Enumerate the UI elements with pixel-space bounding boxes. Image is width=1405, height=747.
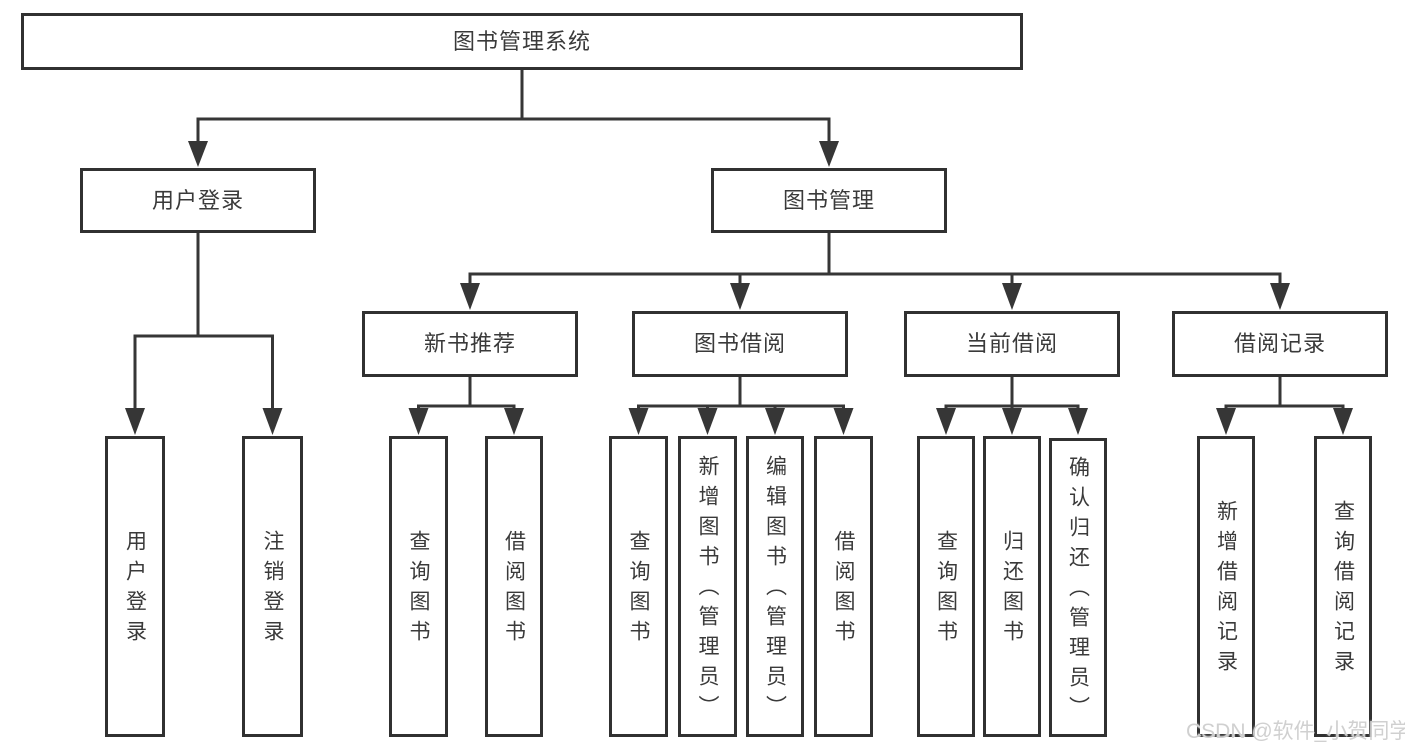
node-leaf-br-add-record: 新增借阅记录 xyxy=(1197,436,1255,737)
leaf-label: 确认归还（管理员） xyxy=(1066,455,1090,726)
node-user-login: 用户登录 xyxy=(80,168,316,233)
node-leaf-nb-borrow-books: 借阅图书 xyxy=(485,436,543,737)
connector-borrow-records-to-children xyxy=(1216,377,1353,435)
leaf-label: 用户登录 xyxy=(123,529,147,650)
node-leaf-bb-add-books-admin: 新增图书（管理员） xyxy=(678,436,737,737)
connector-book-borrow-to-children xyxy=(628,377,854,435)
node-leaf-nb-query-books: 查询图书 xyxy=(389,436,448,737)
leaf-label: 注销登录 xyxy=(261,529,284,650)
node-leaf-logout: 注销登录 xyxy=(242,436,303,737)
connector-new-book-to-children xyxy=(408,377,524,435)
node-user-login-label: 用户登录 xyxy=(151,187,244,213)
connector-user-login-to-children xyxy=(125,233,283,435)
node-new-book-recommend-label: 新书推荐 xyxy=(423,331,516,356)
leaf-label: 查询图书 xyxy=(627,529,650,650)
node-system-root: 图书管理系统 xyxy=(21,13,1023,70)
node-leaf-cb-query-books: 查询图书 xyxy=(917,436,975,737)
leaf-label: 查询借阅记录 xyxy=(1331,499,1355,680)
node-leaf-user-login-action: 用户登录 xyxy=(105,436,165,737)
node-leaf-bb-query-books: 查询图书 xyxy=(609,436,668,737)
csdn-watermark: CSDN @软件_小贺同学 xyxy=(1186,720,1405,743)
node-borrow-records: 借阅记录 xyxy=(1172,311,1388,377)
node-leaf-bb-edit-books-admin: 编辑图书（管理员） xyxy=(746,436,804,737)
node-leaf-cb-confirm-return-admin: 确认归还（管理员） xyxy=(1049,438,1107,737)
leaf-label: 新增图书（管理员） xyxy=(696,454,719,725)
node-book-borrow-label: 图书借阅 xyxy=(693,331,786,356)
connector-root-to-level2 xyxy=(188,68,839,167)
connector-current-borrow-to-children xyxy=(936,377,1088,435)
leaf-label: 编辑图书（管理员） xyxy=(763,454,787,725)
leaf-label: 查询图书 xyxy=(934,529,958,650)
leaf-label: 归还图书 xyxy=(1000,529,1024,650)
node-system-root-label: 图书管理系统 xyxy=(452,28,591,54)
leaf-label: 借阅图书 xyxy=(502,529,526,650)
node-new-book-recommend: 新书推荐 xyxy=(362,311,578,377)
leaf-label: 借阅图书 xyxy=(832,529,855,650)
leaf-label: 新增借阅记录 xyxy=(1214,499,1238,680)
node-book-management: 图书管理 xyxy=(711,168,947,233)
node-book-management-label: 图书管理 xyxy=(782,187,875,213)
node-current-borrow-label: 当前借阅 xyxy=(965,331,1058,356)
node-book-borrow: 图书借阅 xyxy=(632,311,848,377)
connector-book-management-to-level3 xyxy=(460,233,1290,310)
node-leaf-br-query-record: 查询借阅记录 xyxy=(1314,436,1372,737)
node-borrow-records-label: 借阅记录 xyxy=(1233,331,1326,356)
leaf-label: 查询图书 xyxy=(407,529,430,650)
node-leaf-cb-return-books: 归还图书 xyxy=(983,436,1041,737)
node-current-borrow: 当前借阅 xyxy=(904,311,1120,377)
node-leaf-bb-borrow-books: 借阅图书 xyxy=(814,436,873,737)
